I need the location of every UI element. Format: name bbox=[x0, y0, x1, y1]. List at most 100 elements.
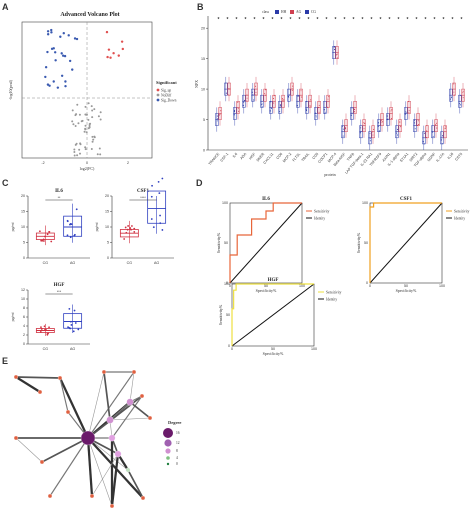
volcano-legend-dot-down bbox=[156, 98, 160, 102]
npx-point bbox=[261, 103, 263, 106]
volcano-point-nodiff bbox=[84, 127, 87, 130]
network-node bbox=[89, 493, 95, 499]
volcano-point-nodiff bbox=[98, 147, 101, 150]
npx-point bbox=[279, 110, 281, 113]
npx-point bbox=[377, 125, 379, 127]
box-point bbox=[77, 328, 80, 331]
npx-point bbox=[306, 100, 308, 103]
volcano-xtick-1: 0 bbox=[86, 161, 88, 165]
box-body bbox=[147, 190, 167, 224]
roc-csf1: CSF1005050100100Specificity%Sensitivity%… bbox=[356, 197, 470, 293]
volcano-point-nodiff bbox=[80, 120, 83, 123]
volcano-point-nodiff bbox=[84, 146, 87, 149]
npx-category-label: DNER bbox=[256, 152, 266, 163]
npx-point bbox=[305, 109, 308, 112]
npx-sig-mark: * bbox=[317, 17, 319, 23]
volcano-point-nodiff bbox=[96, 153, 99, 156]
network-node bbox=[125, 467, 131, 473]
volcano-point-down bbox=[75, 37, 79, 41]
npx-legend-title: class bbox=[262, 10, 270, 14]
npx-point bbox=[408, 109, 410, 112]
box-point bbox=[72, 330, 75, 333]
volcano-point-nodiff bbox=[78, 148, 81, 151]
npx-point bbox=[353, 108, 356, 111]
npx-point bbox=[396, 128, 399, 130]
npx-point bbox=[233, 110, 235, 113]
box-point bbox=[43, 325, 46, 328]
npx-point bbox=[251, 91, 253, 93]
npx-point bbox=[310, 99, 312, 101]
npx-point bbox=[417, 120, 419, 122]
box-point bbox=[66, 219, 69, 222]
npx-sig-mark: * bbox=[299, 17, 301, 23]
npx-sig-mark: * bbox=[326, 17, 328, 23]
npx-category-label: CDCP1 bbox=[317, 152, 328, 164]
network-node bbox=[139, 393, 145, 399]
volcano-point-nodiff bbox=[91, 140, 94, 143]
npx-sig-mark: * bbox=[452, 17, 454, 23]
npx-point bbox=[318, 111, 320, 113]
box-point bbox=[124, 226, 127, 229]
volcano-point-nodiff bbox=[84, 148, 87, 151]
box-point bbox=[159, 222, 162, 225]
volcano-point-down bbox=[50, 31, 53, 34]
box-point bbox=[161, 229, 164, 231]
box-sig-label: ** bbox=[58, 196, 61, 200]
volcano-point-nodiff bbox=[93, 108, 96, 111]
box-category-label: CG bbox=[43, 347, 49, 351]
volcano-point-down bbox=[62, 32, 65, 35]
volcano-xtick-0: -2 bbox=[41, 161, 44, 165]
panel-label-d: D bbox=[196, 178, 203, 188]
npx-point bbox=[242, 104, 244, 106]
legend-degree-0: 0 bbox=[176, 462, 178, 466]
npx-point bbox=[369, 138, 371, 140]
npx-point bbox=[416, 124, 419, 127]
volcano-point-up bbox=[120, 40, 124, 43]
box-point bbox=[74, 322, 77, 324]
network-node bbox=[131, 369, 137, 375]
npx-point bbox=[333, 48, 336, 51]
npx-category-label: MCP-2 bbox=[282, 152, 292, 163]
npx-point bbox=[380, 119, 382, 121]
box-point bbox=[70, 223, 73, 226]
npx-point bbox=[436, 127, 438, 129]
npx-point bbox=[297, 95, 299, 97]
volcano-point-nodiff bbox=[85, 131, 88, 134]
box-category-label: AG bbox=[154, 261, 159, 265]
npx-point bbox=[372, 134, 374, 136]
npx-sig-mark: * bbox=[371, 17, 373, 23]
volcano-point-up bbox=[106, 55, 109, 59]
volcano-points bbox=[44, 28, 125, 157]
npx-point bbox=[246, 100, 248, 102]
legend-node-16 bbox=[163, 428, 173, 438]
box-category-label: AG bbox=[70, 261, 75, 265]
npx-point bbox=[377, 122, 379, 124]
npx-point bbox=[390, 110, 392, 112]
volcano-point-up bbox=[109, 56, 112, 59]
box-point bbox=[73, 234, 76, 237]
npx-point bbox=[386, 115, 388, 117]
npx-ytick-label: 5 bbox=[203, 118, 205, 122]
npx-sig-mark: * bbox=[227, 17, 229, 23]
npx-point bbox=[381, 121, 384, 123]
network-edge bbox=[111, 395, 143, 439]
npx-category-label: GDNF bbox=[427, 151, 437, 162]
box-ytick-label: 5 bbox=[23, 241, 25, 245]
npx-sig-mark: * bbox=[380, 17, 382, 23]
box-category-label: CG bbox=[43, 261, 49, 265]
network-node bbox=[140, 495, 146, 501]
network-graph bbox=[13, 369, 153, 509]
npx-category-label: CST5 bbox=[454, 152, 463, 162]
npx-point bbox=[400, 126, 402, 128]
roc-ytick: 0 bbox=[226, 281, 228, 285]
box-ytick-label: 10 bbox=[21, 297, 25, 301]
npx-sig-mark: * bbox=[263, 17, 265, 23]
npx-point bbox=[283, 99, 285, 101]
network-edge bbox=[15, 376, 61, 379]
volcano-point-nodiff bbox=[73, 151, 76, 154]
npx-sig-mark: * bbox=[434, 17, 436, 23]
roc-legend-identity: Identity bbox=[454, 216, 465, 220]
npx-point bbox=[369, 140, 371, 142]
box-point bbox=[40, 239, 43, 242]
